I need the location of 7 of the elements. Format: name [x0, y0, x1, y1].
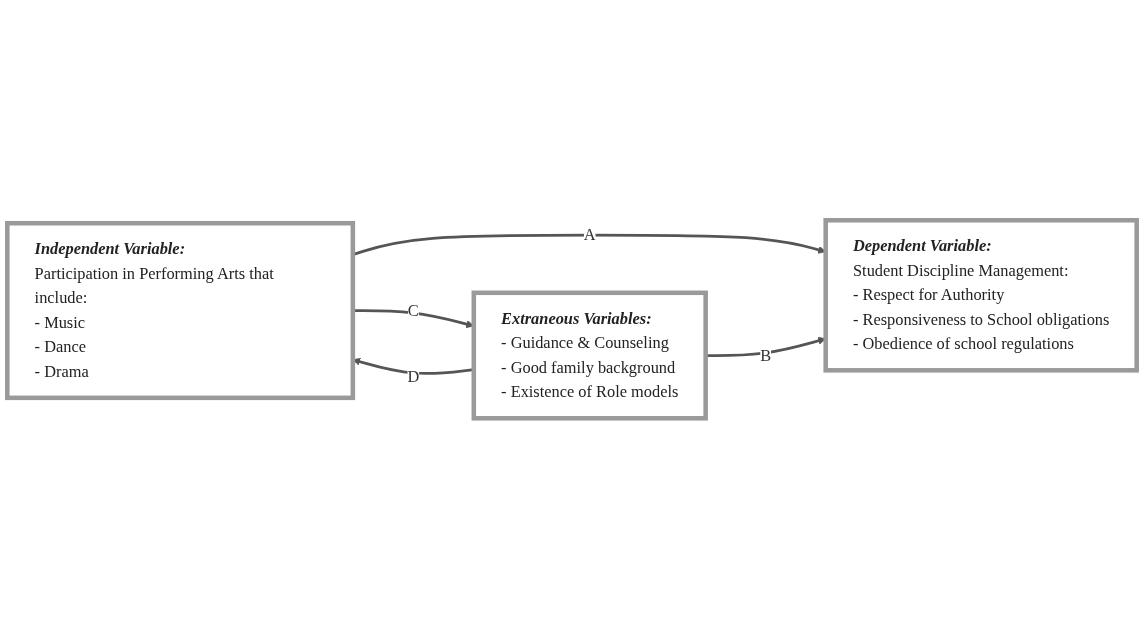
node-box: Independent Variable: Participation in Performing Arts that include: - Music - Dance - Drama	[5, 221, 356, 401]
edge-label: A	[583, 225, 596, 244]
node-box: Extraneous Variables: - Guidance & Counseling - Good family background - Existence of Role models	[471, 290, 708, 421]
edge-label: D	[407, 367, 420, 386]
edge-label: B	[760, 346, 772, 365]
edge-label: C	[407, 301, 419, 320]
node-box: Dependent Variable: Student Discipline Management: - Respect for Authority - Responsiveness to School obligations - Obedience of school regulations	[823, 218, 1139, 373]
